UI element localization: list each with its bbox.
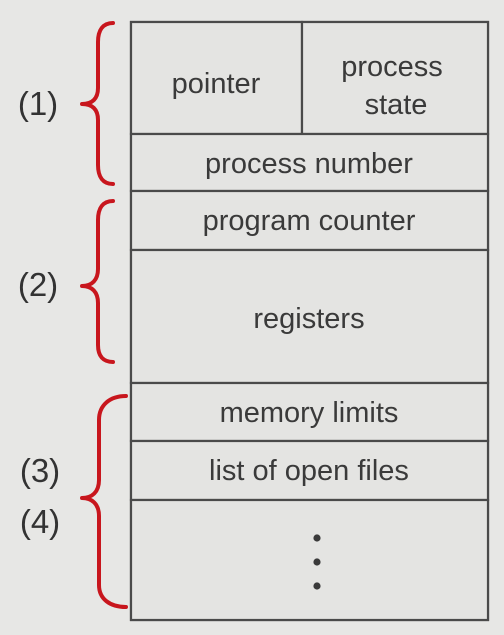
cell-process-state-line2: state <box>365 89 428 121</box>
cell-program-counter <box>129 189 490 252</box>
row-memory-limits: memory limits <box>129 381 490 443</box>
row-process-number: process number <box>129 132 490 193</box>
row-continuation <box>129 498 490 622</box>
cell-open-files <box>129 439 490 502</box>
cell-memory-limits <box>129 381 490 443</box>
row-program-counter: program counter <box>129 189 490 252</box>
cell-pointer-label: pointer <box>172 68 261 100</box>
group-label-3: (3) <box>20 452 60 489</box>
group-label-4: (4) <box>20 503 60 540</box>
cell-memory-limits-label: memory limits <box>220 397 399 429</box>
cell-process-state-line1: process <box>341 51 443 83</box>
brace-group-2 <box>80 199 115 364</box>
row-registers: registers <box>129 248 490 385</box>
curly-brace-3-4 <box>80 394 128 609</box>
cell-continuation <box>129 498 490 622</box>
cell-process-number-label: process number <box>205 148 413 180</box>
curly-brace-2 <box>80 199 115 364</box>
vertical-ellipsis-icon <box>313 534 321 590</box>
cell-pointer <box>129 20 304 136</box>
curly-brace-1 <box>80 21 115 186</box>
row-pointer-state: pointer process state <box>129 20 490 136</box>
brace-group-1 <box>80 21 115 186</box>
cell-open-files-label: list of open files <box>209 455 409 487</box>
group-label-2: (2) <box>18 266 58 303</box>
ellipsis-dot-bottom <box>313 582 321 590</box>
ellipsis-dot-middle <box>313 558 321 566</box>
ellipsis-dot-top <box>313 534 321 542</box>
cell-registers <box>129 248 490 385</box>
cell-process-state-label: process state <box>341 51 451 121</box>
brace-group-3-4 <box>80 394 128 609</box>
cell-registers-label: registers <box>253 303 364 335</box>
cell-process-number <box>129 132 490 193</box>
cell-program-counter-label: program counter <box>203 205 416 237</box>
group-label-1: (1) <box>18 85 58 122</box>
cell-process-state <box>300 20 490 136</box>
row-open-files: list of open files <box>129 439 490 502</box>
